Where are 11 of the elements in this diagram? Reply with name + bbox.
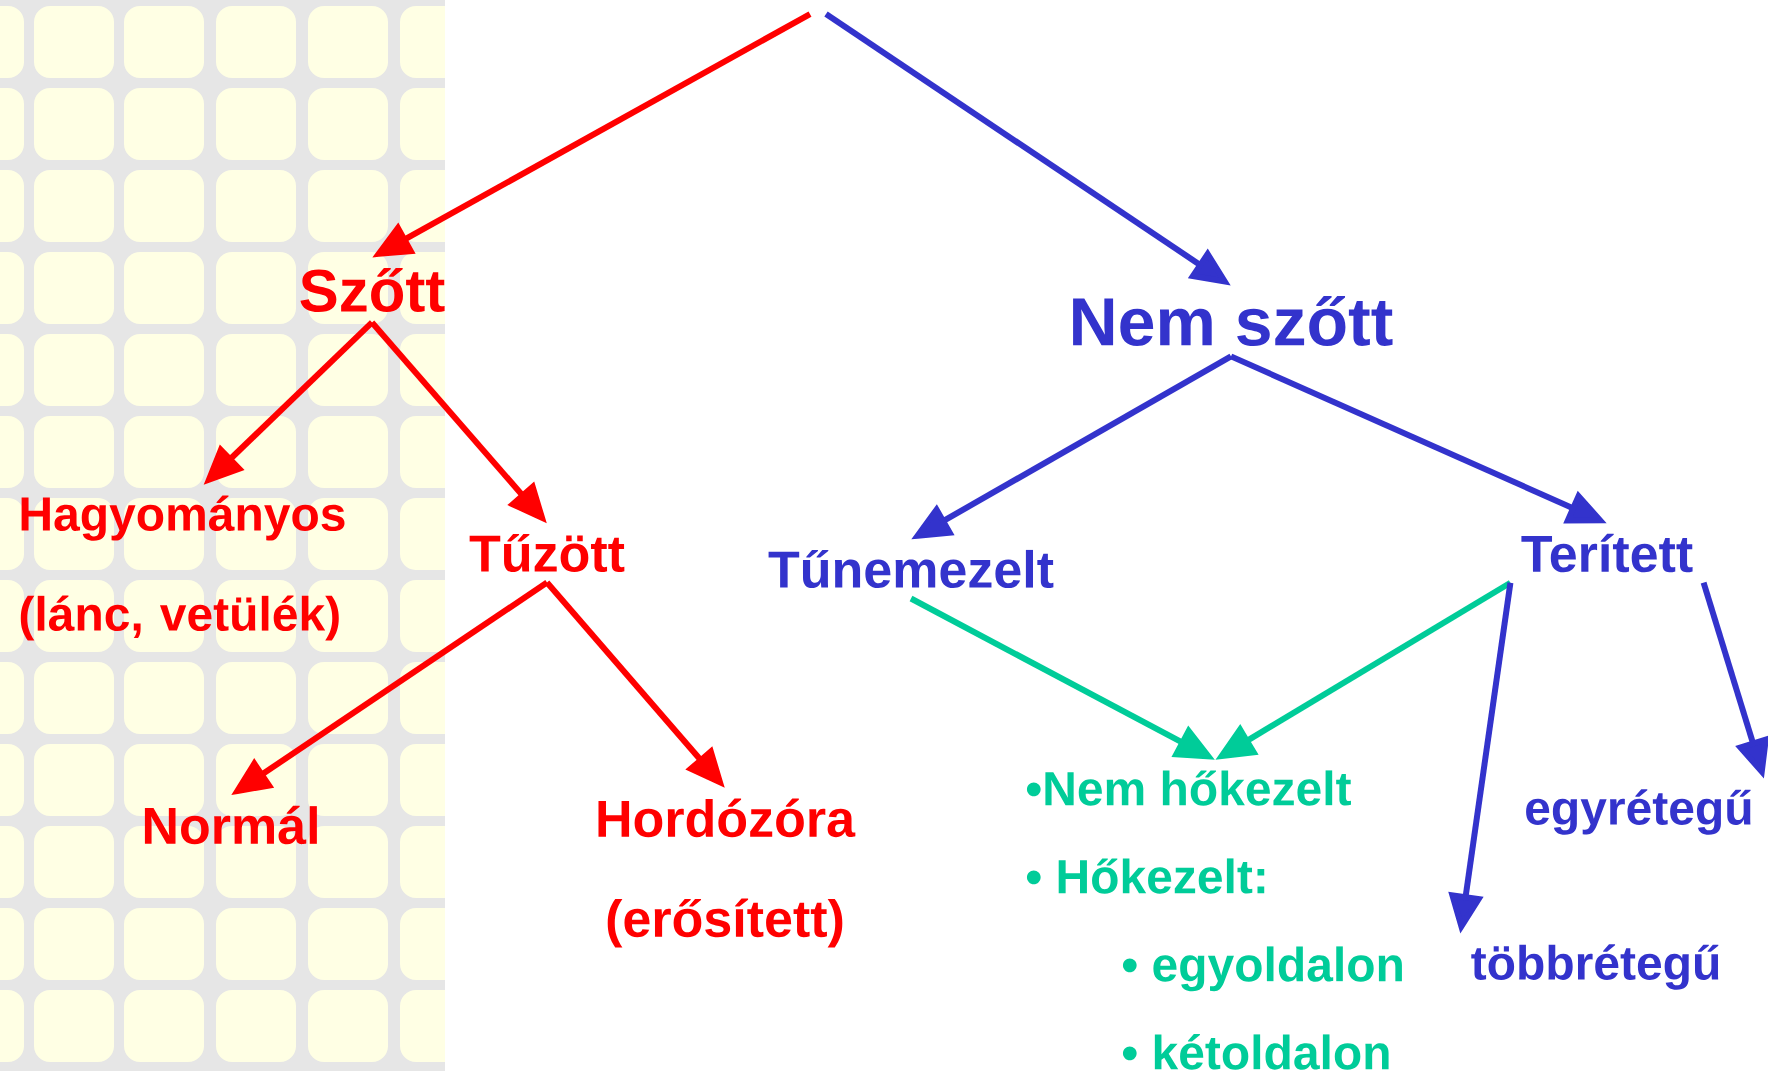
bullet-list: •Nem hőkezelt • Hőkezelt: • egyoldalon • kétoldalon [1026, 770, 1402, 1070]
category-label: Terített [1521, 533, 1693, 573]
category-label: Hordózóra (erősített) [598, 798, 856, 948]
category-label: Nem szőtt [1073, 296, 1393, 346]
category-label: Normál [144, 805, 317, 845]
category-label: Tűnemezelt [768, 549, 1054, 589]
category-label: Szőtt [300, 267, 445, 313]
category-label: többrétegű [1471, 944, 1719, 990]
category-label: Tűzött [469, 533, 625, 573]
category-label: Hagyományos (lánc, vetülék) [20, 495, 345, 641]
category-label: egyrétegű [1526, 789, 1751, 835]
